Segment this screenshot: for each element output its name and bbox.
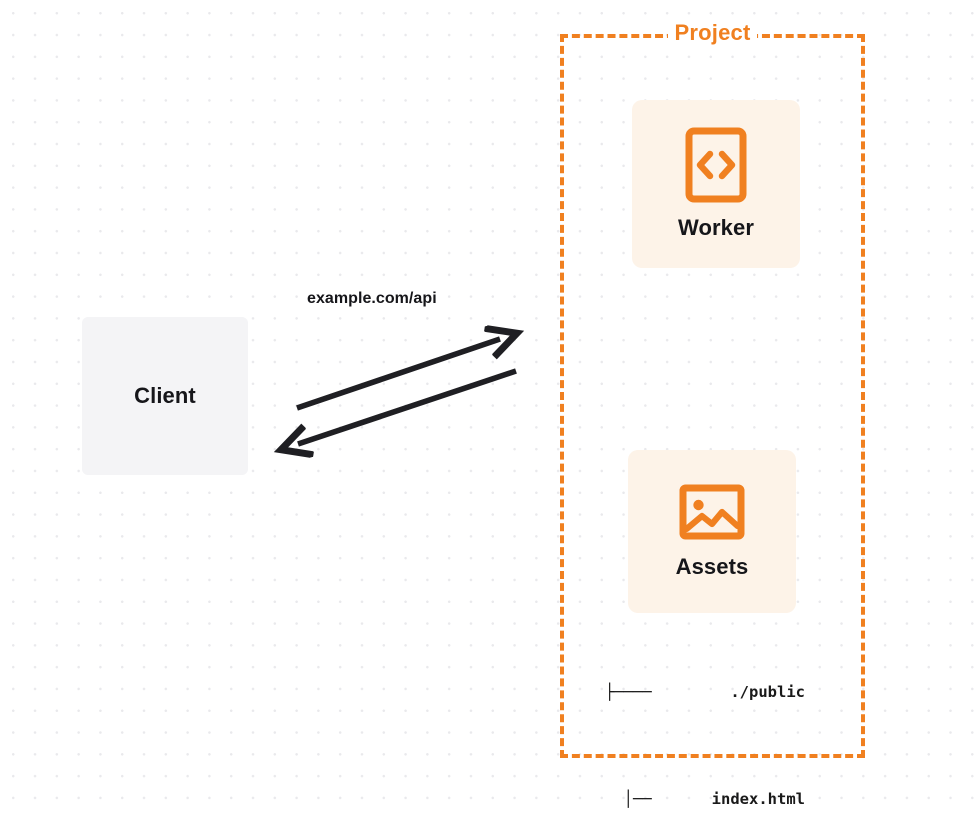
file-tree-row: │── index.html xyxy=(605,768,805,818)
assets-file-tree: ├────./public │──index.html │──blog.html… xyxy=(605,617,805,818)
assets-node[interactable]: Assets xyxy=(628,450,796,613)
worker-node[interactable]: Worker xyxy=(632,100,800,268)
connection-label: example.com/api xyxy=(307,290,437,307)
tree-branch-glyph: │── xyxy=(605,790,652,808)
code-brackets-icon xyxy=(685,127,747,203)
tree-entry-name: index.html xyxy=(711,790,805,808)
worker-node-label: Worker xyxy=(678,215,754,240)
response-arrow xyxy=(298,368,517,444)
image-picture-icon xyxy=(679,484,745,540)
assets-node-label: Assets xyxy=(675,553,749,579)
client-node[interactable]: Client xyxy=(82,317,248,475)
client-node-label: Client xyxy=(134,383,196,408)
request-arrow xyxy=(296,339,500,411)
tree-entry-name: ./public xyxy=(730,682,805,701)
file-tree-row: ├──── ./public xyxy=(605,660,805,725)
tree-branch-glyph: ├──── xyxy=(605,682,652,701)
